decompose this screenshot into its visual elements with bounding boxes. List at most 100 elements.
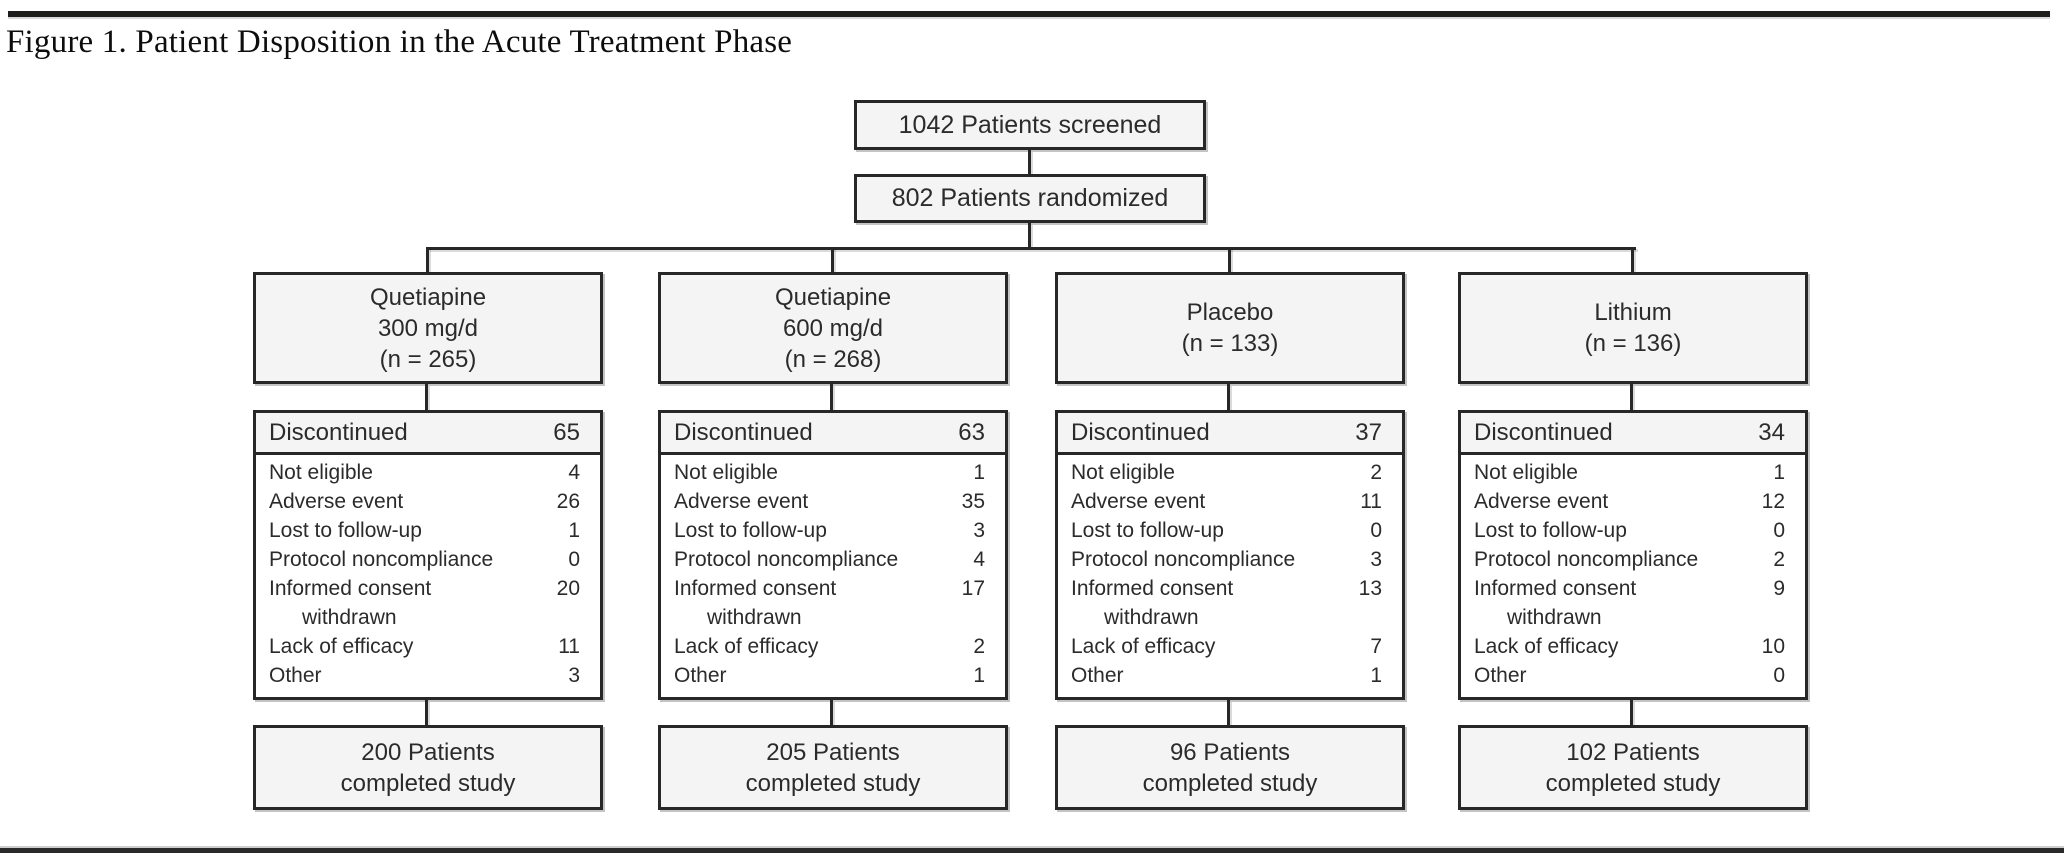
discontinued-reasons: Not eligible 4 Adverse event 26 Lost to … <box>256 455 600 690</box>
reason-value: 0 <box>1773 519 1785 542</box>
arm-title-box: Placebo (n = 133) <box>1055 272 1405 384</box>
reason-label-line1: Informed consent <box>674 577 837 600</box>
reason-label-line2: withdrawn <box>302 606 397 629</box>
reason-value: 1 <box>973 461 985 484</box>
reason-row: Not eligible 4 <box>256 458 600 487</box>
reason-value: 1 <box>1370 664 1382 687</box>
discontinued-total: 65 <box>553 418 580 446</box>
arm-n-line: (n = 136) <box>1584 330 1682 357</box>
arm-dose-line: 600 mg/d <box>782 314 884 342</box>
discontinued-table: Discontinued 65 Not eligible 4 Adverse e… <box>253 410 603 700</box>
reason-value: 3 <box>973 519 985 542</box>
reason-label: Informed consent withdrawn <box>674 574 836 632</box>
reason-label: Lack of efficacy <box>674 635 819 658</box>
discontinued-table: Discontinued 34 Not eligible 1 Adverse e… <box>1458 410 1808 700</box>
reason-label: Adverse event <box>674 490 809 513</box>
bottom-rule <box>0 846 2064 853</box>
screened-box: 1042 Patients screened <box>854 100 1206 150</box>
connector-table-completed <box>1630 700 1633 725</box>
reason-value: 3 <box>1370 548 1382 571</box>
reason-label: Lack of efficacy <box>269 635 414 658</box>
reason-value: 2 <box>973 635 985 658</box>
discontinued-reasons: Not eligible 1 Adverse event 35 Lost to … <box>661 455 1005 690</box>
reason-row: Informed consent withdrawn 17 <box>661 574 1005 632</box>
reason-row: Protocol noncompliance 2 <box>1461 545 1805 574</box>
reason-value: 4 <box>568 461 580 484</box>
reason-label: Adverse event <box>269 490 404 513</box>
branch-drop-lithium <box>1631 247 1634 272</box>
screened-label: 1042 Patients screened <box>898 110 1162 139</box>
arm-name-line: Lithium <box>1594 299 1672 326</box>
reason-value: 2 <box>1773 548 1785 571</box>
discontinued-table: Discontinued 63 Not eligible 1 Adverse e… <box>658 410 1008 700</box>
completed-line: completed study <box>1545 769 1721 797</box>
branch-drop-placebo <box>1228 247 1231 272</box>
discontinued-label: Discontinued <box>1071 418 1210 446</box>
reason-label: Lost to follow-up <box>1071 519 1224 542</box>
arm-n-line: (n = 265) <box>379 345 477 373</box>
reason-value: 4 <box>973 548 985 571</box>
discontinued-header: Discontinued 34 <box>1461 413 1805 455</box>
reason-row: Lack of efficacy 7 <box>1058 632 1402 661</box>
reason-row: Adverse event 11 <box>1058 487 1402 516</box>
reason-label: Lost to follow-up <box>269 519 422 542</box>
arm-dose-line: 300 mg/d <box>377 314 479 342</box>
reason-value: 17 <box>961 577 985 600</box>
reason-value: 3 <box>568 664 580 687</box>
reason-row: Lost to follow-up 1 <box>256 516 600 545</box>
reason-label-line1: Informed consent <box>269 577 432 600</box>
reason-row: Lost to follow-up 0 <box>1058 516 1402 545</box>
branch-drop-quetiapine-600 <box>831 247 834 272</box>
completed-box: 200 Patients completed study <box>253 725 603 810</box>
reason-row: Other 1 <box>661 661 1005 690</box>
reason-label: Adverse event <box>1071 490 1206 513</box>
reason-row: Lost to follow-up 0 <box>1461 516 1805 545</box>
reason-label: Informed consent withdrawn <box>269 574 431 632</box>
reason-row: Other 3 <box>256 661 600 690</box>
reason-label: Lost to follow-up <box>1474 519 1627 542</box>
randomized-box: 802 Patients randomized <box>854 174 1206 223</box>
discontinued-total: 34 <box>1758 418 1785 446</box>
arm-name-line: Quetiapine <box>369 283 487 311</box>
completed-box: 205 Patients completed study <box>658 725 1008 810</box>
discontinued-table: Discontinued 37 Not eligible 2 Adverse e… <box>1055 410 1405 700</box>
reason-value: 11 <box>558 635 580 658</box>
reason-value: 9 <box>1773 577 1785 600</box>
reason-row: Not eligible 1 <box>661 458 1005 487</box>
discontinued-header: Discontinued 63 <box>661 413 1005 455</box>
reason-value: 1 <box>973 664 985 687</box>
reason-value: 26 <box>556 490 580 513</box>
figure-title: Figure 1. Patient Disposition in the Acu… <box>6 24 793 60</box>
branch-drop-quetiapine-300 <box>426 247 429 272</box>
top-rule <box>8 11 2050 19</box>
arm-name-line: Quetiapine <box>774 283 892 311</box>
reason-label: Not eligible <box>1474 461 1578 484</box>
reason-row: Not eligible 2 <box>1058 458 1402 487</box>
reason-row: Adverse event 12 <box>1461 487 1805 516</box>
reason-row: Lost to follow-up 3 <box>661 516 1005 545</box>
connector-arm-table <box>1630 384 1633 410</box>
reason-label-line2: withdrawn <box>1507 606 1602 629</box>
completed-line: 102 Patients <box>1566 738 1700 766</box>
randomized-label: 802 Patients randomized <box>891 184 1169 212</box>
reason-label: Lack of efficacy <box>1474 635 1619 658</box>
completed-line: 205 Patients <box>766 738 900 766</box>
discontinued-label: Discontinued <box>674 418 813 446</box>
arm-title-box: Lithium (n = 136) <box>1458 272 1808 384</box>
reason-label: Adverse event <box>1474 490 1609 513</box>
reason-row: Informed consent withdrawn 20 <box>256 574 600 632</box>
arm-column-quetiapine-300: Quetiapine 300 mg/d (n = 265) Discontinu… <box>253 272 603 810</box>
connector-arm-table <box>1227 384 1230 410</box>
reason-value: 20 <box>556 577 580 600</box>
reason-label: Not eligible <box>674 461 778 484</box>
reason-value: 12 <box>1761 490 1785 513</box>
reason-label: Protocol noncompliance <box>1071 548 1296 571</box>
connector-table-completed <box>425 700 428 725</box>
reason-row: Lack of efficacy 2 <box>661 632 1005 661</box>
reason-row: Informed consent withdrawn 13 <box>1058 574 1402 632</box>
arm-column-quetiapine-600: Quetiapine 600 mg/d (n = 268) Discontinu… <box>658 272 1008 810</box>
reason-label: Protocol noncompliance <box>674 548 899 571</box>
completed-line: completed study <box>340 769 516 797</box>
discontinued-total: 63 <box>958 418 985 446</box>
